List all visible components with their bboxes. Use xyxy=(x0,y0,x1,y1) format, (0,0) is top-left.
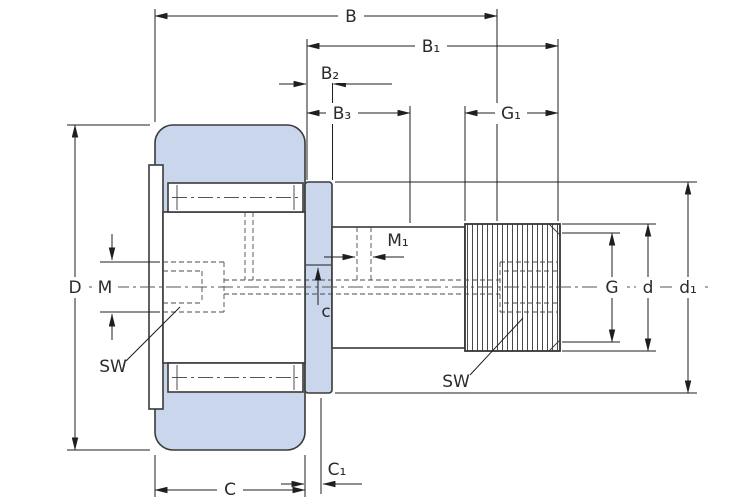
label-G1: G₁ xyxy=(501,104,521,124)
label-B2: B₂ xyxy=(321,64,339,84)
label-d1: d₁ xyxy=(679,278,697,298)
label-G: G xyxy=(605,278,618,298)
dimensions xyxy=(67,9,697,497)
label-B: B xyxy=(345,7,357,27)
dim-c xyxy=(306,264,331,305)
thread-chamfer-bottom xyxy=(548,339,561,352)
label-c: c xyxy=(321,302,330,322)
dim-C1 xyxy=(281,398,362,494)
label-M1: M₁ xyxy=(387,231,408,251)
dim-M xyxy=(100,234,160,340)
label-B1: B₁ xyxy=(422,37,440,57)
stud-shank xyxy=(331,226,466,349)
label-SW-right: SW xyxy=(442,372,470,392)
label-C1: C₁ xyxy=(328,460,347,480)
label-SW-left: SW xyxy=(99,357,127,377)
label-d: d xyxy=(643,278,654,298)
dim-B2 xyxy=(279,75,392,180)
label-B3: B₃ xyxy=(333,104,351,124)
sw-left-leader xyxy=(125,306,181,362)
label-M: M xyxy=(98,278,113,298)
bearing-body xyxy=(148,124,561,451)
thread-chamfer-top xyxy=(548,223,561,236)
dimension-labels: B B₁ B₂ B₃ G₁ D M SW c M₁ SW G d d₁ C C₁ xyxy=(61,6,704,500)
dim-B3 xyxy=(306,106,411,223)
sw-right-leader xyxy=(469,317,524,376)
thread-hatch xyxy=(464,223,561,352)
label-C: C xyxy=(224,480,236,500)
label-D: D xyxy=(68,278,81,298)
stud-head-section xyxy=(162,211,306,364)
